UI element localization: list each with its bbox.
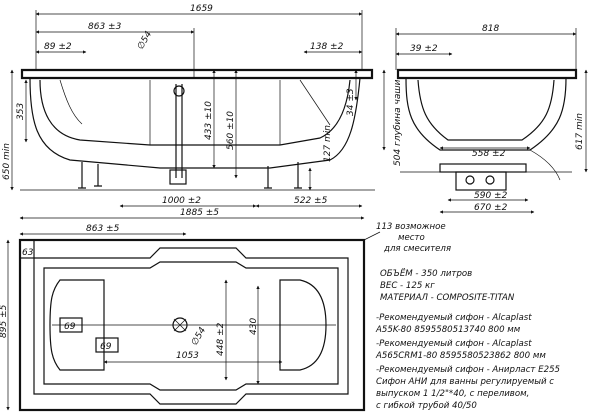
- dim-560: 560 ±10: [226, 111, 236, 150]
- dim-1885: 1885 ±5: [180, 208, 219, 218]
- tub-inner-walls: [149, 80, 281, 145]
- r69-inner-box: [95, 337, 119, 353]
- side-view: 818 39 ±2 504 глубина чаши 617 min 558 ±…: [382, 24, 588, 214]
- dim-69-left: 69: [64, 322, 76, 332]
- rec-line-8: с гибкой трубой 40/50: [376, 401, 477, 411]
- margin-63-box: [19, 239, 35, 259]
- top-inner-contour: [33, 247, 349, 405]
- spec-volume: ОБЪЁМ - 350 литров: [380, 268, 472, 279]
- dim-448: 448 ±2: [216, 322, 226, 356]
- mixer-note-line-3: для смесителя: [383, 244, 451, 254]
- top-view: 1885 ±5 863 ±5 63 69 69 895 ±5 448 ±2 43…: [0, 208, 381, 412]
- rec-line-7: выпуском 1 1/2"*40, с переливом,: [376, 389, 529, 399]
- dim-558: 558 ±2: [472, 149, 506, 159]
- side-overflow-fitting: [485, 175, 495, 185]
- dim-670: 670 ±2: [474, 203, 508, 213]
- dim-138: 138 ±2: [310, 42, 344, 52]
- dim-895: 895 ±5: [0, 304, 9, 338]
- dim-863-top: 863 ±5: [86, 224, 120, 234]
- side-drain-fitting: [465, 175, 475, 185]
- rec-line-5: -Рекомендуемый сифон - Аниpласт E255: [376, 365, 560, 375]
- dim-39: 39 ±2: [410, 44, 438, 54]
- dim-433: 433 ±10: [204, 101, 214, 140]
- tub-outer-shell: [29, 77, 361, 169]
- dim-69-inner: 69: [100, 342, 112, 352]
- top-bath-bowl: [43, 261, 339, 391]
- mixer-leader: [363, 231, 381, 241]
- dim-1659: 1659: [190, 4, 213, 14]
- mixer-note-line-2: место: [398, 233, 425, 243]
- dim-818: 818: [482, 24, 499, 34]
- drain-pipe: [175, 84, 183, 178]
- dim-522: 522 ±5: [294, 196, 328, 206]
- rec-line-2: A55K-80 8595580513740 800 мм: [375, 325, 521, 335]
- dim-dia54: ∅54: [136, 30, 154, 52]
- r69-left-box: [59, 317, 83, 333]
- side-rim: [396, 68, 578, 80]
- dim-617: 617 min: [575, 113, 585, 150]
- dim-504: 504 глубина чаши: [393, 79, 403, 166]
- tub-rim: [20, 68, 374, 80]
- front-view: 1659 863 ±3 89 ±2 138 ±2 ∅54 650 min 353…: [2, 4, 375, 208]
- overflow-outlet: [173, 85, 185, 97]
- spec-material: МАТЕРИАЛ - COMPOSITE-TITAN: [380, 293, 515, 303]
- leg-2: [94, 164, 102, 187]
- drain-hole-cross-b: [173, 318, 187, 332]
- side-outer-shell: [405, 77, 567, 151]
- dim-650: 650 min: [2, 143, 12, 180]
- top-right-backrest: [279, 279, 327, 371]
- dim-34: 34 ±3: [346, 88, 356, 116]
- top-left-seat: [49, 279, 105, 371]
- side-inner-shell: [417, 79, 555, 141]
- dim-590: 590 ±2: [474, 191, 508, 201]
- dim-1053: 1053: [176, 351, 199, 361]
- dim-63: 63: [22, 248, 34, 258]
- side-siphon: [455, 171, 507, 191]
- rec-line-6: Сифон АНИ для ванны регулируемый с: [376, 377, 554, 387]
- tub-front-curve: [59, 79, 83, 125]
- leg-1: [78, 162, 86, 189]
- rec-line-1: -Рекомендуемый сифон - Alcaplast: [376, 313, 532, 323]
- leg-4: [294, 162, 302, 189]
- tub-backrest: [299, 79, 331, 126]
- dim-353: 353: [16, 103, 26, 120]
- dim-127: 127 min: [323, 125, 333, 162]
- side-base: [439, 163, 527, 173]
- dim-863: 863 ±3: [88, 22, 122, 32]
- drain-hole: [172, 317, 188, 333]
- notes: 113 возможное место для смесителя ОБЪЁМ …: [375, 222, 560, 411]
- dim-dia54-top: ∅54: [190, 326, 208, 348]
- rec-line-4: A565CRM1-80 8595580523862 800 мм: [375, 351, 546, 361]
- mixer-note-line-1: 113 возможное: [376, 222, 446, 232]
- side-back-curve: [529, 149, 561, 181]
- tub-inner-shell: [39, 79, 351, 146]
- dim-1000: 1000 ±2: [162, 196, 201, 206]
- siphon: [169, 169, 187, 185]
- rec-line-3: -Рекомендуемый сифон - Alcaplast: [376, 339, 532, 349]
- dim-430: 430: [249, 318, 259, 335]
- dim-89: 89 ±2: [44, 42, 72, 52]
- leg-3: [264, 166, 272, 189]
- top-outer-rim: [18, 238, 366, 412]
- spec-weight: ВЕС - 125 кг: [380, 281, 435, 291]
